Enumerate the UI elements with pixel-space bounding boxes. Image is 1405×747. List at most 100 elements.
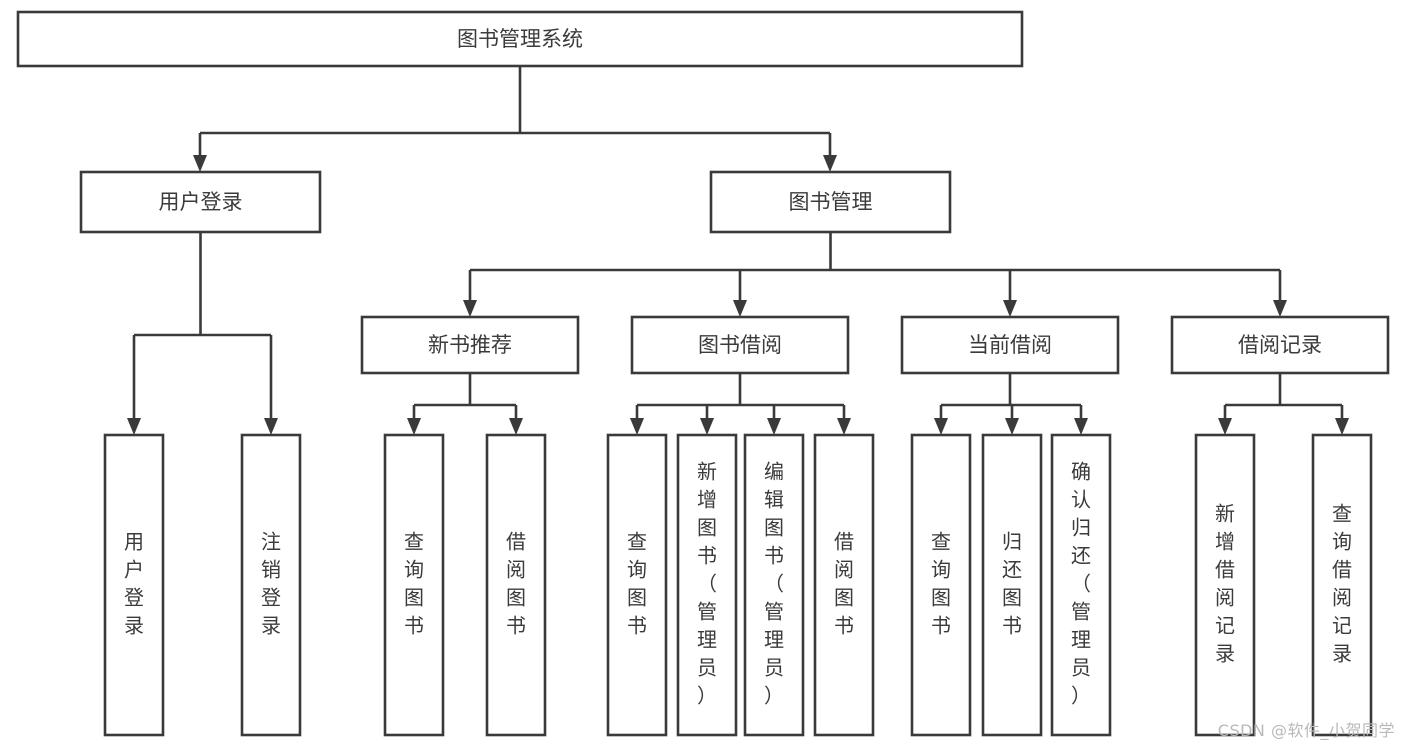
root-box[interactable] xyxy=(16,10,1024,68)
leaf-query-book-1-label-char: 图 xyxy=(404,586,424,610)
node-book-manage[interactable]: 图书管理 xyxy=(709,170,952,234)
leaf-confirm-return-admin-label-char: （ xyxy=(1071,572,1091,596)
leaf-confirm-return-admin-label-char: 还 xyxy=(1071,544,1091,568)
leaf-query-book-1-label-char: 查 xyxy=(404,530,424,554)
leaf-user-login-label-char: 登 xyxy=(124,586,144,610)
leaf-return-book-label-char: 还 xyxy=(1002,558,1022,582)
leaf-query-book-2-label-char: 书 xyxy=(627,614,647,638)
book-manage-to-child-1-arrow xyxy=(733,300,747,317)
leaf-confirm-return-admin-box[interactable] xyxy=(1050,433,1112,737)
borrow-record-box[interactable] xyxy=(1170,315,1390,375)
leaf-query-book-1-box[interactable] xyxy=(383,433,445,737)
leaf-edit-book-admin-label-char: 管 xyxy=(764,600,784,624)
leaf-user-logout-label-char: 录 xyxy=(261,614,281,638)
node-book-borrow[interactable]: 图书借阅 xyxy=(630,315,850,375)
leaf-query-borrow-record-label-char: 记 xyxy=(1332,614,1352,638)
leaf-borrow-book-1-box[interactable] xyxy=(485,433,547,737)
leaf-query-book-2-box[interactable] xyxy=(606,433,668,737)
borrow-record-label: 借阅记录 xyxy=(1238,333,1322,357)
leaf-add-book-admin-label-char: 员 xyxy=(697,656,717,680)
group-1-to-leaf-2-arrow xyxy=(767,418,781,435)
leaf-edit-book-admin-label-char: ） xyxy=(764,684,784,708)
leaf-borrow-book-2-box[interactable] xyxy=(813,433,875,737)
nodes-layer: 图书管理系统用户登录图书管理新书推荐图书借阅当前借阅借阅记录用户登录注销登录查询… xyxy=(16,10,1390,737)
leaf-query-book-3-box[interactable] xyxy=(910,433,972,737)
leaf-edit-book-admin-box[interactable] xyxy=(743,433,805,737)
leaf-query-book-2-label-char: 询 xyxy=(627,558,647,582)
node-new-book-recommend[interactable]: 新书推荐 xyxy=(360,315,580,375)
current-borrow-box[interactable] xyxy=(900,315,1120,375)
leaf-confirm-return-admin-label-char: 确 xyxy=(1071,460,1091,484)
node-borrow-record[interactable]: 借阅记录 xyxy=(1170,315,1390,375)
leaf-add-book-admin-label-char: 理 xyxy=(697,628,717,652)
book-borrow-box[interactable] xyxy=(630,315,850,375)
root-label: 图书管理系统 xyxy=(457,27,583,51)
book-manage-box[interactable] xyxy=(709,170,952,234)
leaf-confirm-return-admin-label-char: 归 xyxy=(1071,516,1091,540)
group-2-to-leaf-0-arrow xyxy=(934,418,948,435)
leaf-query-book-1-label-char: 询 xyxy=(404,558,424,582)
leaf-confirm-return-admin-label-char: 管 xyxy=(1071,600,1091,624)
leaf-user-logout-box[interactable] xyxy=(240,433,302,737)
group-0-to-leaf-1-arrow xyxy=(509,418,523,435)
leaf-add-book-admin-box[interactable] xyxy=(676,433,738,737)
leaf-edit-book-admin-label-char: 员 xyxy=(764,656,784,680)
book-borrow-label: 图书借阅 xyxy=(698,333,782,357)
node-user-login[interactable]: 用户登录 xyxy=(79,170,322,234)
node-root-title[interactable]: 图书管理系统 xyxy=(16,10,1024,68)
new-book-recommend-box[interactable] xyxy=(360,315,580,375)
leaf-edit-book-admin-label-char: 书 xyxy=(764,544,784,568)
leaf-add-borrow-record-box[interactable] xyxy=(1194,433,1256,737)
leaf-add-borrow-record-label-char: 增 xyxy=(1215,530,1235,554)
leaf-query-borrow-record-label-char: 询 xyxy=(1332,530,1352,554)
leaf-node-leaf-user-login[interactable]: 用户登录 xyxy=(103,433,165,737)
leaf-user-logout-label-char: 登 xyxy=(261,586,281,610)
leaf-query-borrow-record-box[interactable] xyxy=(1311,433,1373,737)
group-1-to-leaf-3-arrow xyxy=(837,418,851,435)
group-1-to-leaf-0-arrow xyxy=(630,418,644,435)
leaf-confirm-return-admin-label-char: 理 xyxy=(1071,628,1091,652)
node-current-borrow[interactable]: 当前借阅 xyxy=(900,315,1120,375)
leaf-edit-book-admin-label-char: 图 xyxy=(764,516,784,540)
book-manage-to-child-0-arrow xyxy=(463,300,477,317)
leaf-return-book-label-char: 归 xyxy=(1002,530,1022,554)
leaf-add-book-admin-label-char: 增 xyxy=(697,488,717,512)
leaf-user-login-label-char: 户 xyxy=(124,558,144,582)
leaf-query-borrow-record-label-char: 借 xyxy=(1332,558,1352,582)
leaf-add-book-admin-label-char: 管 xyxy=(697,600,717,624)
leaf-user-login-box[interactable] xyxy=(103,433,165,737)
leaf-borrow-book-1-label-char: 书 xyxy=(506,614,526,638)
user-login-label: 用户登录 xyxy=(159,190,243,214)
leaf-query-book-3-label-char: 查 xyxy=(931,530,951,554)
user-login-box[interactable] xyxy=(79,170,322,234)
root-to-child-1-arrow xyxy=(823,155,837,172)
leaf-add-book-admin-label-char: ） xyxy=(697,684,717,708)
user-login-to-leaf-1-arrow xyxy=(264,418,278,435)
leaf-query-book-3-label-char: 图 xyxy=(931,586,951,610)
leaf-add-book-admin-label-char: （ xyxy=(697,572,717,596)
group-2-to-leaf-2-arrow xyxy=(1074,418,1088,435)
leaf-confirm-return-admin-label-char: ） xyxy=(1071,684,1091,708)
book-manage-to-child-3-arrow xyxy=(1273,300,1287,317)
new-book-recommend-label: 新书推荐 xyxy=(428,333,512,357)
leaf-query-book-3-label-char: 询 xyxy=(931,558,951,582)
leaf-add-book-admin-label-char: 图 xyxy=(697,516,717,540)
leaf-return-book-box[interactable] xyxy=(981,433,1043,737)
leaf-add-borrow-record-label-char: 记 xyxy=(1215,614,1235,638)
leaf-borrow-book-2-label-char: 书 xyxy=(834,614,854,638)
leaf-borrow-book-1-label-char: 借 xyxy=(506,530,526,554)
leaf-add-borrow-record-label-char: 借 xyxy=(1215,558,1235,582)
